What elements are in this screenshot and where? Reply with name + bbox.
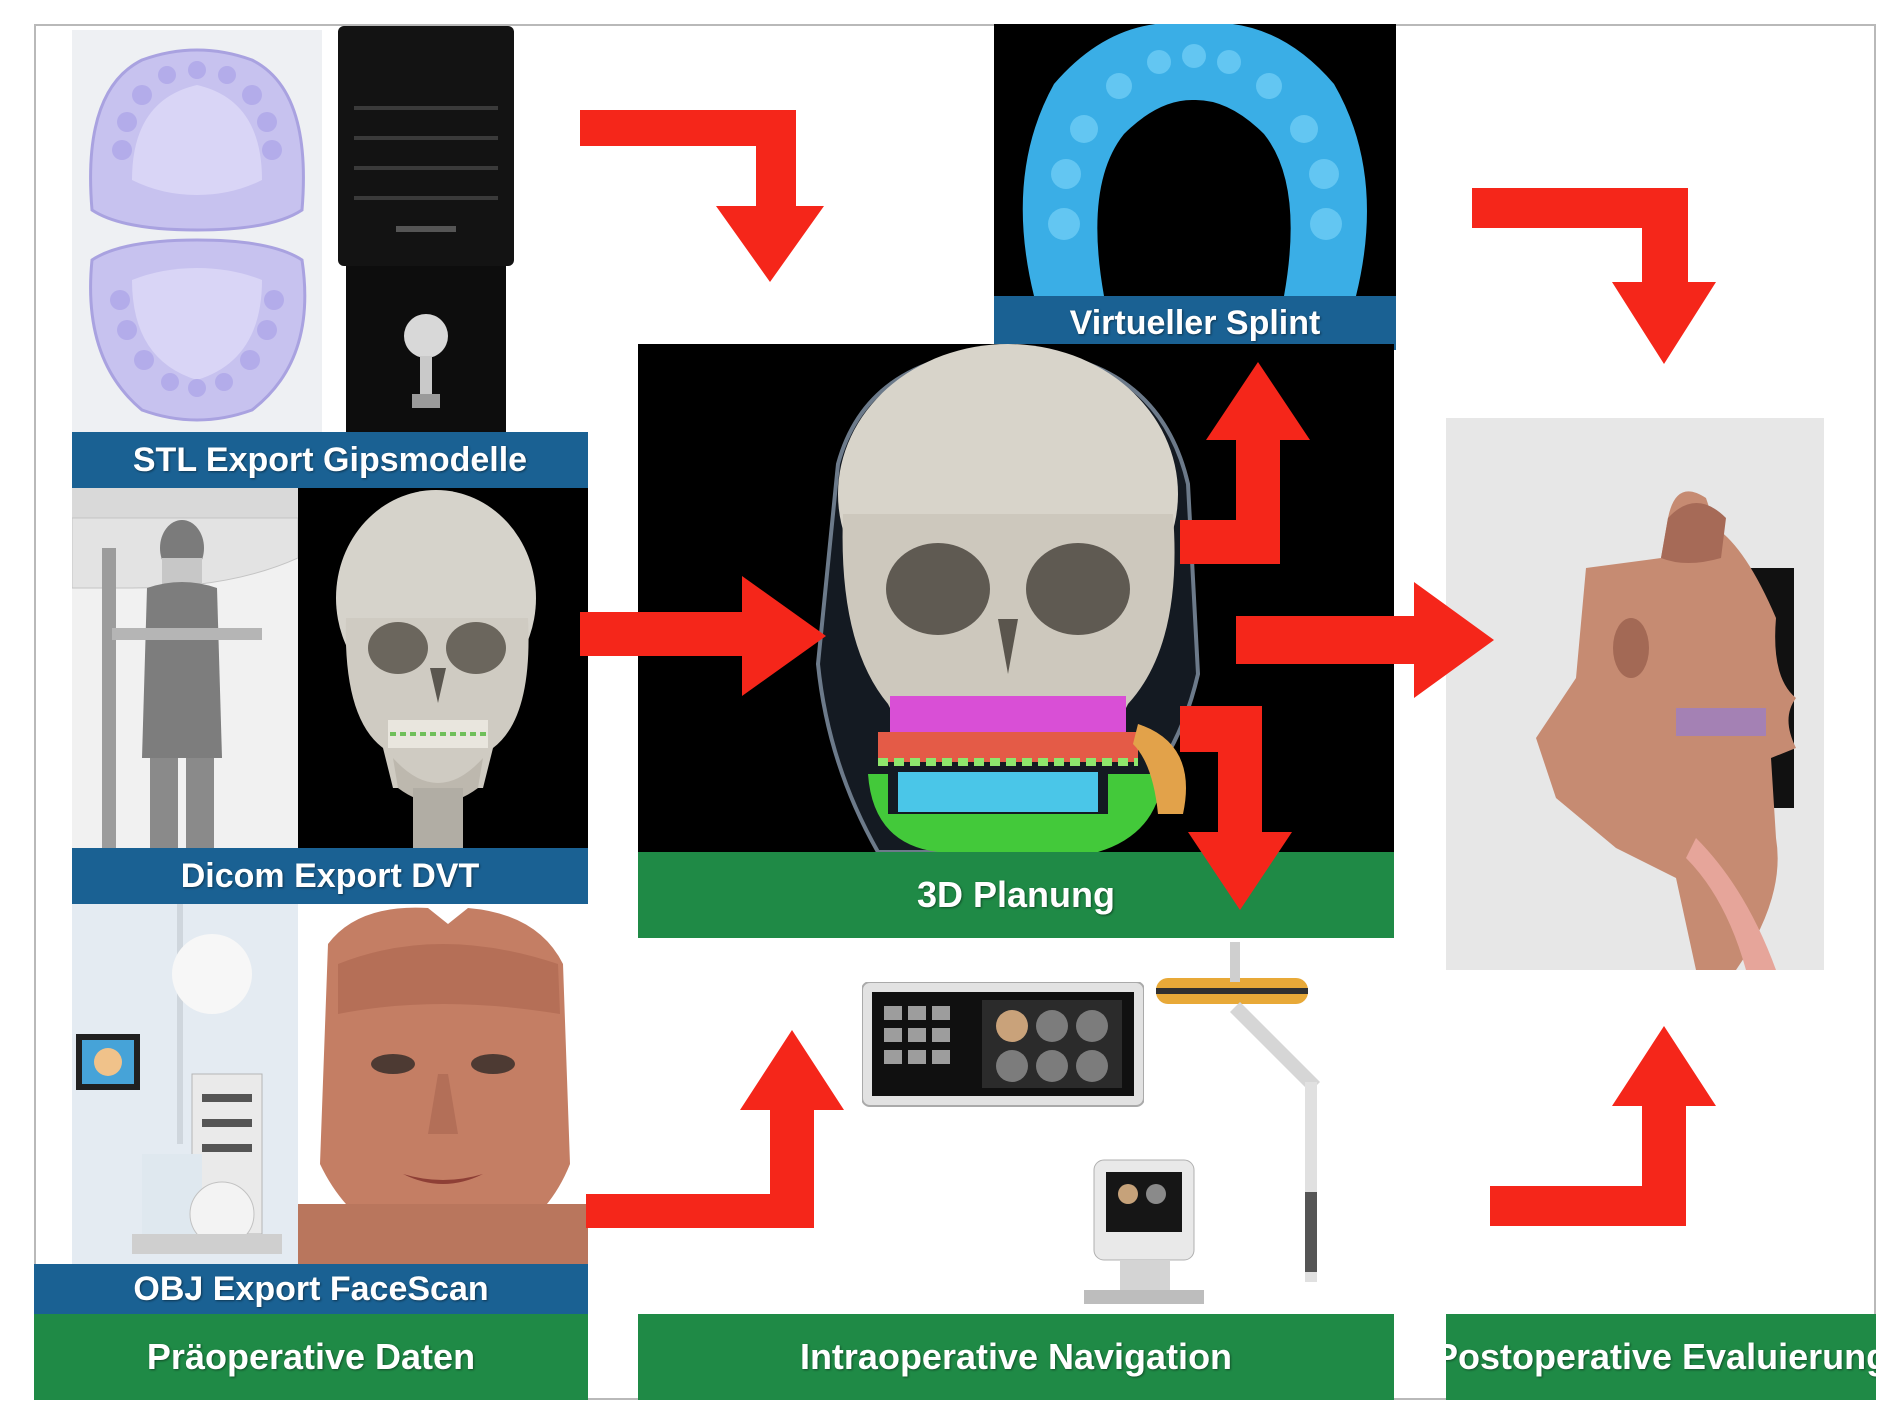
dicom-export-label: Dicom Export DVT [72, 848, 588, 904]
skull-planning-image [638, 344, 1394, 852]
postoperative-evaluierung-label: Postoperative Evaluierung [1446, 1314, 1876, 1400]
stl-export-label: STL Export Gipsmodelle [72, 432, 588, 488]
obj-export-label: OBJ Export FaceScan [34, 1264, 588, 1314]
face-profile-image [1446, 418, 1824, 970]
navigation-monitor-image [862, 982, 1144, 1112]
intraoperative-navigation-label: Intraoperative Navigation [638, 1314, 1394, 1400]
3d-planung-label: 3D Planung [638, 852, 1394, 938]
scanner-device-image [336, 26, 516, 432]
navigation-camera-image [1080, 942, 1350, 1314]
face-photo-image [298, 904, 588, 1264]
virtueller-splint-label: Virtueller Splint [994, 296, 1396, 350]
face-scanner-image [72, 904, 298, 1264]
dental-cast-image [72, 30, 322, 432]
splint-model-image [994, 24, 1396, 296]
ct-scanner-image [72, 488, 298, 848]
skull-ct-image [298, 488, 588, 848]
praeoperative-daten-label: Präoperative Daten [34, 1314, 588, 1400]
